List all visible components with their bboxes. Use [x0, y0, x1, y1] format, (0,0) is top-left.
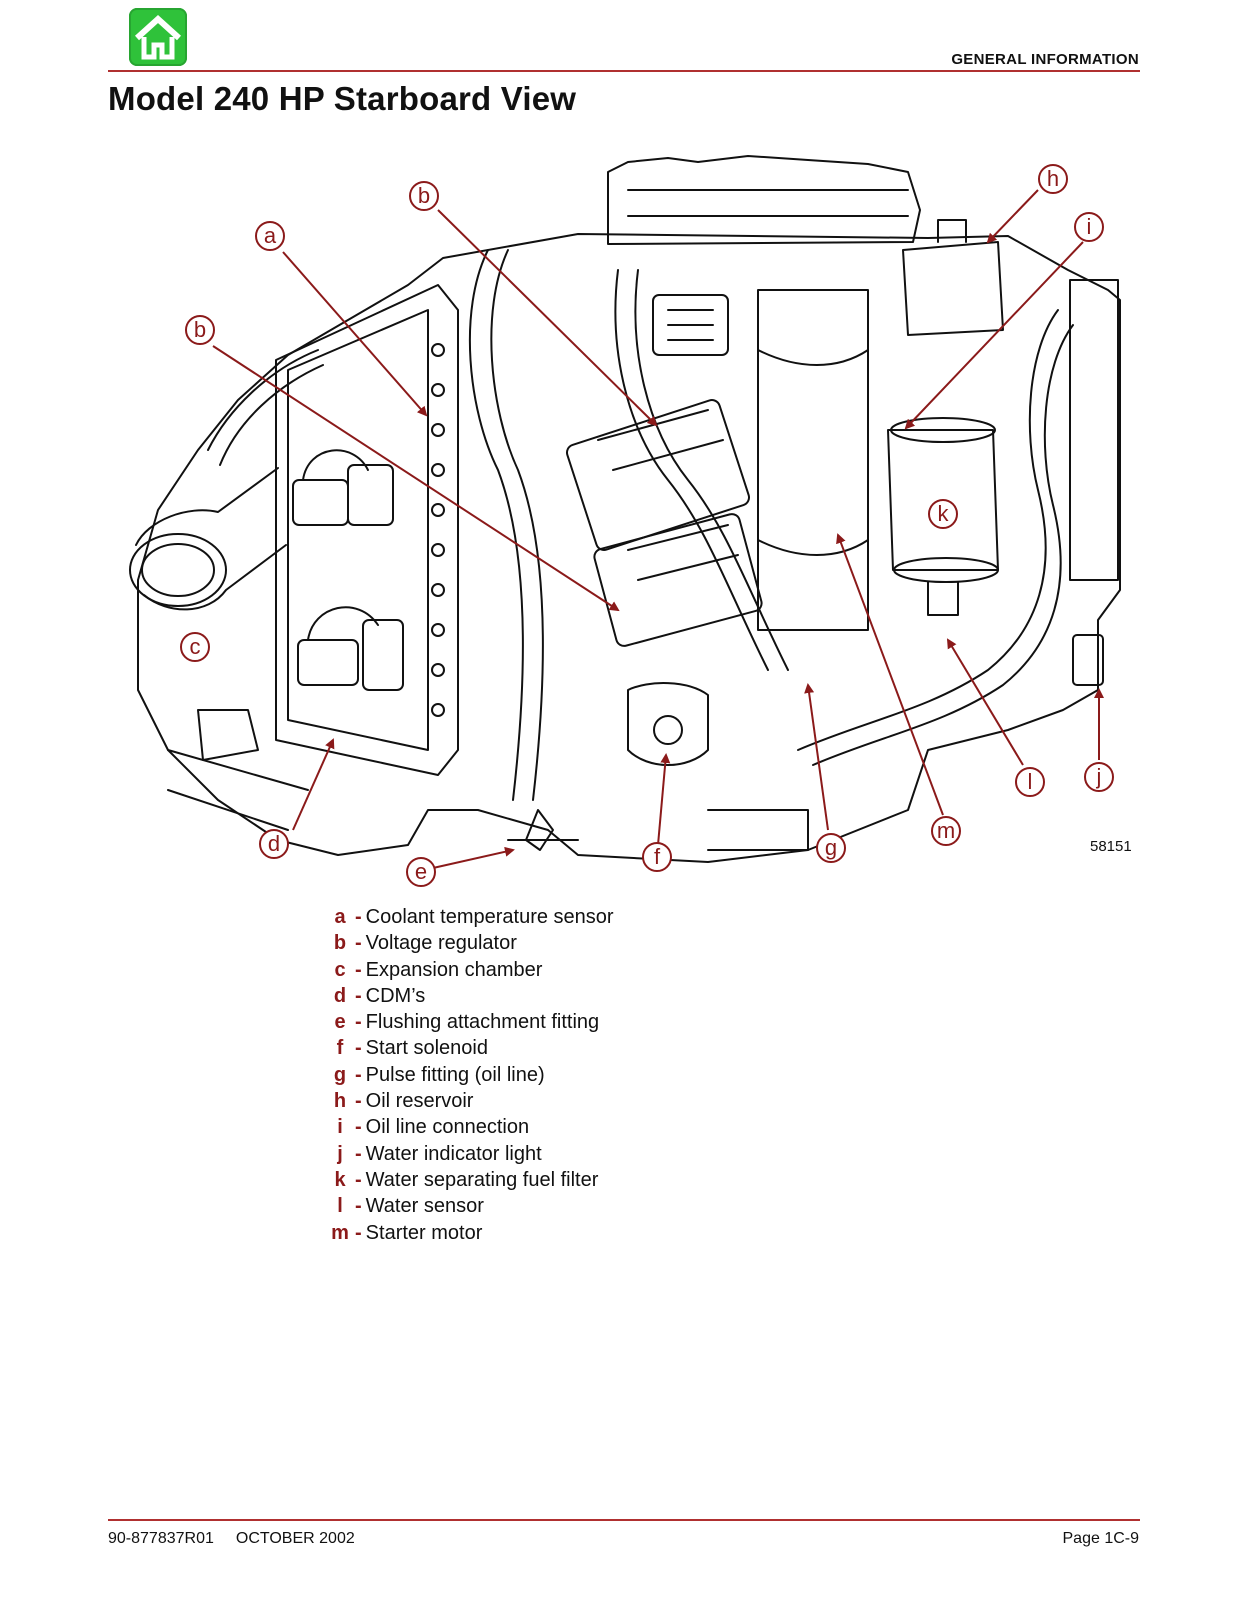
callout-a: a — [255, 221, 285, 251]
callout-h: h — [1038, 164, 1068, 194]
legend-letter: k — [334, 1168, 346, 1191]
callout-j: j — [1084, 762, 1114, 792]
legend-text: Oil reservoir — [365, 1090, 474, 1113]
legend-item: h-Oil reservoir — [327, 1088, 614, 1114]
callout-b-lower: b — [185, 315, 215, 345]
callout-b-upper: b — [409, 181, 439, 211]
legend-letter: j — [337, 1142, 343, 1165]
legend-item: b-Voltage regulator — [327, 930, 614, 956]
legend-text: Flushing attachment fitting — [365, 1011, 600, 1034]
callout-i: i — [1074, 212, 1104, 242]
legend-dash: - — [355, 1195, 362, 1218]
legend-item: m-Starter motor — [327, 1220, 614, 1246]
legend-dash: - — [355, 984, 362, 1007]
legend-dash: - — [355, 1063, 362, 1086]
legend-item: f-Start solenoid — [327, 1035, 614, 1061]
svg-text:i: i — [1087, 214, 1092, 239]
svg-text:b: b — [418, 183, 430, 208]
svg-text:h: h — [1047, 166, 1059, 191]
legend-item: i-Oil line connection — [327, 1114, 614, 1140]
callout-c: c — [180, 632, 210, 662]
legend-item: a-Coolant temperature sensor — [327, 904, 614, 930]
legend-text: Water sensor — [365, 1195, 484, 1218]
legend-text: Starter motor — [365, 1221, 483, 1244]
home-icon — [134, 14, 182, 60]
svg-text:m: m — [937, 818, 955, 843]
svg-text:l: l — [1028, 769, 1033, 794]
legend-item: k-Water separating fuel filter — [327, 1167, 614, 1193]
legend-letter: i — [337, 1116, 343, 1139]
legend-text: Water separating fuel filter — [365, 1168, 599, 1191]
legend-dash: - — [355, 1116, 362, 1139]
legend-dash: - — [355, 1168, 362, 1191]
legend-text: Oil line connection — [365, 1116, 530, 1139]
svg-text:c: c — [190, 634, 201, 659]
legend-dash: - — [355, 1011, 362, 1034]
callout-l: l — [1015, 767, 1045, 797]
legend-letter: g — [333, 1063, 347, 1086]
legend-letter: m — [331, 1221, 349, 1244]
legend-letter: h — [333, 1090, 347, 1113]
footer-rule — [108, 1519, 1140, 1521]
legend-letter: l — [337, 1195, 343, 1218]
legend-dash: - — [355, 1221, 362, 1244]
legend: a-Coolant temperature sensor b-Voltage r… — [327, 904, 614, 1246]
callout-f: f — [642, 842, 672, 872]
page-title: Model 240 HP Starboard View — [108, 80, 577, 117]
legend-item: g-Pulse fitting (oil line) — [327, 1062, 614, 1088]
legend-item: j-Water indicator light — [327, 1141, 614, 1167]
svg-text:a: a — [264, 223, 277, 248]
header-rule — [108, 70, 1140, 72]
legend-letter: c — [334, 958, 346, 981]
legend-text: Expansion chamber — [365, 958, 543, 981]
callout-e: e — [406, 857, 436, 887]
callout-m: m — [931, 816, 961, 846]
callout-g: g — [816, 833, 846, 863]
footer-left: 90-877837R01 OCTOBER 2002 — [108, 1530, 355, 1548]
svg-text:j: j — [1096, 764, 1102, 789]
engine-drawing — [129, 155, 1121, 863]
legend-dash: - — [355, 1037, 362, 1060]
legend-letter: d — [333, 984, 347, 1007]
callouts: a b b c d e f g — [180, 164, 1114, 887]
legend-text: Start solenoid — [365, 1037, 488, 1060]
legend-item: d-CDM’s — [327, 983, 614, 1009]
legend-item: c-Expansion chamber — [327, 957, 614, 983]
legend-letter: e — [334, 1011, 346, 1034]
doc-date: OCTOBER 2002 — [235, 1530, 355, 1547]
engine-illustration: a b b c d e f g — [129, 155, 1121, 887]
svg-text:d: d — [268, 831, 280, 856]
doc-number: 90-877837R01 — [108, 1530, 214, 1547]
figure-number: 58151 — [1090, 838, 1132, 855]
legend-item: e-Flushing attachment fitting — [327, 1009, 614, 1035]
svg-text:f: f — [654, 844, 661, 869]
callout-d: d — [259, 829, 289, 859]
legend-item: l-Water sensor — [327, 1193, 614, 1219]
section-label: GENERAL INFORMATION — [951, 51, 1139, 68]
legend-dash: - — [355, 906, 362, 928]
legend-text: Water indicator light — [365, 1142, 542, 1165]
legend-letter: b — [333, 932, 347, 955]
svg-text:e: e — [415, 859, 427, 884]
legend-text: Coolant temperature sensor — [365, 906, 614, 928]
legend-dash: - — [355, 1090, 362, 1113]
legend-letter: f — [336, 1037, 344, 1060]
legend-text: Voltage regulator — [365, 932, 517, 955]
legend-dash: - — [355, 932, 362, 955]
page-number: Page 1C-9 — [1062, 1530, 1140, 1547]
svg-text:k: k — [938, 501, 950, 526]
svg-text:b: b — [194, 317, 206, 342]
home-button[interactable] — [129, 8, 187, 66]
legend-letter: a — [334, 906, 346, 928]
legend-dash: - — [355, 958, 362, 981]
legend-text: CDM’s — [365, 984, 426, 1007]
callout-k: k — [928, 499, 958, 529]
svg-text:g: g — [825, 835, 837, 860]
legend-dash: - — [355, 1142, 362, 1165]
legend-text: Pulse fitting (oil line) — [365, 1063, 545, 1086]
